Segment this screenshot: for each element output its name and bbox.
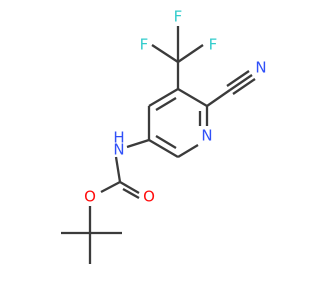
bond-ring-c4-c3-double bbox=[155, 97, 177, 111]
bond-nh-carbonyl bbox=[114, 156, 122, 183]
atom-amide-h: H bbox=[113, 129, 124, 147]
bond-cf3-f-left bbox=[151, 44, 179, 63]
bonds bbox=[61, 26, 256, 264]
bond-nitrile-triple-3 bbox=[232, 78, 256, 95]
atom-f-left: F bbox=[140, 36, 149, 54]
atom-nitrile-n: N bbox=[255, 59, 266, 77]
bond-carbonyl-o-double bbox=[122, 187, 140, 200]
bond-ring-c4-c3 bbox=[148, 88, 179, 107]
bond-carbonyl-o bbox=[119, 181, 140, 194]
atom-labels: F F F N N H N O O bbox=[84, 8, 267, 206]
atom-ring-n: N bbox=[201, 127, 212, 145]
atom-amide-n: N bbox=[113, 141, 124, 159]
atom-f-right: F bbox=[209, 36, 218, 54]
bond-ring-nh bbox=[126, 138, 150, 149]
bond-nitrile-triple-1 bbox=[229, 74, 253, 91]
bond-ring-c6-c5 bbox=[148, 139, 179, 158]
bond-ring-c3-c2 bbox=[177, 88, 208, 107]
bond-ring-c6-c5-double bbox=[155, 135, 177, 149]
chemical-structure: F F F N N H N O O bbox=[61, 8, 267, 264]
atom-carbonyl-o: O bbox=[143, 188, 155, 206]
bond-cf3-f-right bbox=[177, 44, 204, 63]
bond-carbonyl-ester-o bbox=[100, 180, 121, 194]
bond-nitrile-triple-2 bbox=[226, 70, 250, 87]
bond-ring-nitrile-carbon bbox=[206, 89, 231, 107]
atom-f-top: F bbox=[174, 8, 183, 26]
atom-ester-o: O bbox=[84, 188, 96, 206]
bond-ring-n1-c6 bbox=[177, 144, 199, 158]
